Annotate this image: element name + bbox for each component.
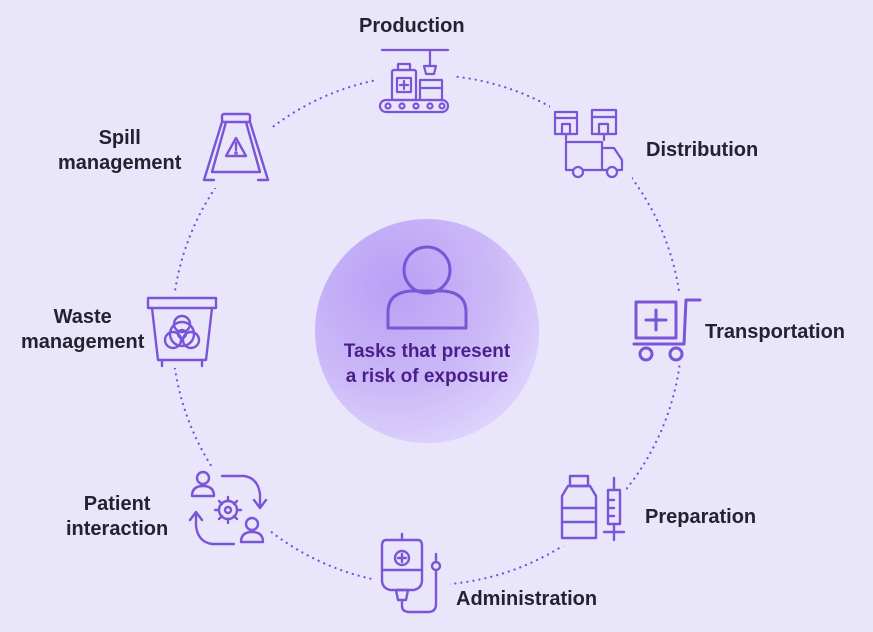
- label-preparation: Preparation: [645, 506, 757, 528]
- label-distribution: Distribution: [646, 139, 759, 161]
- medical-cart-icon: [632, 298, 702, 362]
- label-waste-management: Waste management: [21, 306, 145, 353]
- label-administration: Administration: [456, 588, 598, 610]
- center-title-line1: Tasks that present: [343, 341, 511, 362]
- label-spill-management: Spill management: [58, 127, 182, 174]
- iv-bag-icon: [380, 532, 442, 614]
- people-cycle-icon: [188, 470, 268, 546]
- center-title-line2: a risk of exposure: [345, 365, 509, 387]
- center-circle: [315, 219, 539, 443]
- conveyor-factory-icon: [378, 48, 450, 114]
- label-production: Production: [359, 15, 465, 37]
- label-patient-interaction: Patient interaction: [66, 493, 169, 540]
- biohazard-bin-icon: [146, 296, 218, 368]
- person-icon: [386, 245, 468, 330]
- delivery-truck-icon: [553, 108, 624, 179]
- vial-syringe-icon: [560, 474, 626, 542]
- wet-floor-sign-icon: [202, 112, 270, 182]
- label-transportation: Transportation: [705, 321, 846, 343]
- center-title: Tasks that present a risk of exposure: [322, 340, 532, 389]
